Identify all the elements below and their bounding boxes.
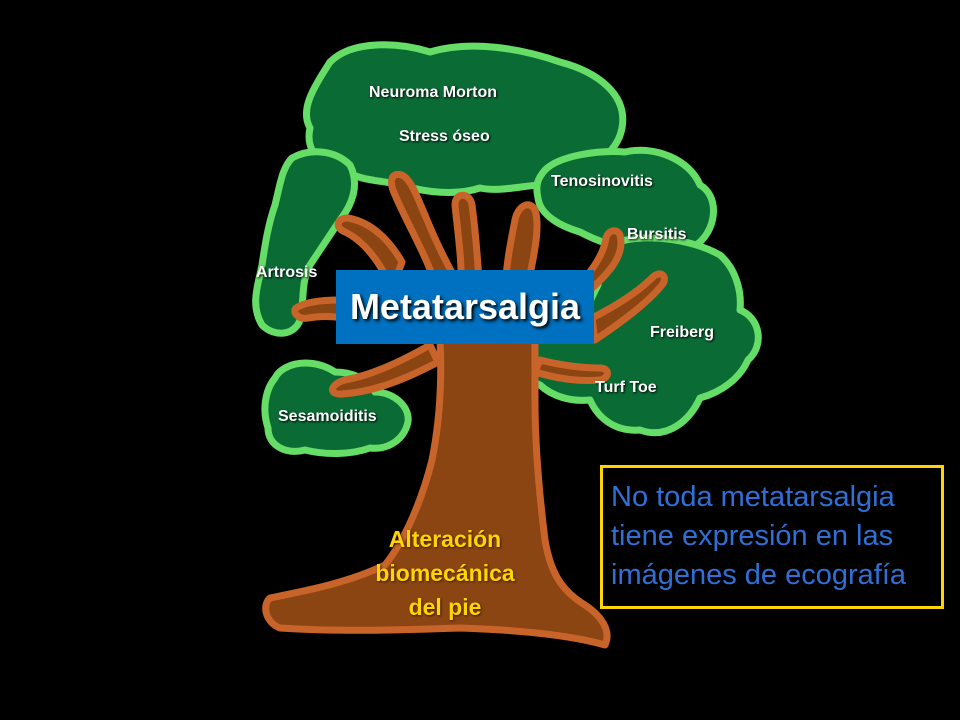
leaf-label-turf-toe: Turf Toe: [595, 379, 657, 396]
note-line: tiene expresión en las: [611, 520, 894, 552]
leaf-label-artrosis: Artrosis: [256, 264, 318, 281]
diagram-title-box: Metatarsalgia: [336, 270, 594, 344]
branch-center-left: [388, 170, 459, 304]
diagram-title: Metatarsalgia: [349, 286, 581, 327]
note-line: imágenes de ecografía: [611, 559, 907, 591]
trunk-label: Alteración biomecánica del pie: [340, 522, 550, 624]
leaf-label-bursitis: Bursitis: [627, 226, 687, 243]
tree-foliage: [252, 41, 762, 458]
trunk-label-line: del pie: [408, 594, 482, 620]
leaf-label-sesamoiditis: Sesamoiditis: [278, 408, 377, 425]
foliage-right-upper: [533, 146, 717, 256]
branch-right-low: [531, 356, 611, 384]
trunk-label-line: Alteración: [388, 526, 502, 552]
leaf-label-tenosinovitis: Tenosinovitis: [551, 173, 653, 190]
branch-left-mid: [291, 296, 346, 322]
leaf-label-freiberg: Freiberg: [650, 324, 715, 341]
trunk-label-line: biomecánica: [375, 560, 515, 586]
trunk-body: [262, 336, 611, 649]
branch-right-mid: [588, 270, 668, 344]
leaf-label-stress-oseo: Stress óseo: [399, 128, 490, 145]
leaf-label-neuroma-morton: Neuroma Morton: [369, 84, 497, 101]
branch-left-low: [329, 341, 442, 398]
foliage-lower-left: [261, 359, 412, 458]
note-line: No toda metatarsalgia: [611, 481, 895, 513]
note-box: No toda metatarsalgia tiene expresión en…: [600, 465, 944, 609]
